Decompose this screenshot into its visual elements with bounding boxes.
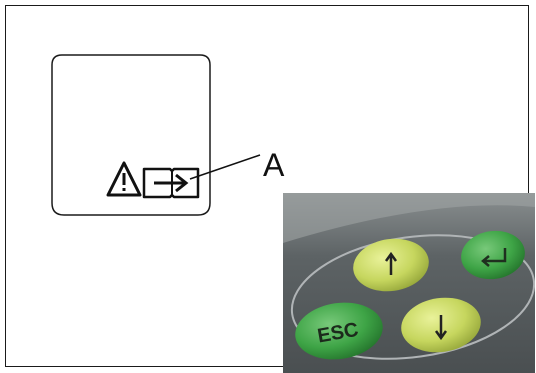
warning-triangle-icon — [106, 161, 142, 197]
down-arrow-icon — [434, 315, 448, 341]
keypad-photo: ESC — [283, 193, 535, 373]
up-arrow-key[interactable] — [350, 234, 432, 296]
callout-label-a: A — [263, 147, 285, 183]
keypad-ring — [290, 234, 535, 360]
callout-leader-line — [189, 154, 261, 180]
enter-key[interactable] — [458, 227, 528, 283]
esc-key[interactable]: ESC — [292, 297, 387, 365]
display-outline — [51, 54, 211, 216]
diagram-frame: A — [5, 5, 535, 373]
manual-book-arrow-icon — [142, 167, 200, 199]
down-arrow-key[interactable] — [398, 293, 485, 358]
up-arrow-icon — [384, 251, 398, 275]
display-panel — [51, 54, 211, 216]
enter-icon — [481, 248, 507, 267]
